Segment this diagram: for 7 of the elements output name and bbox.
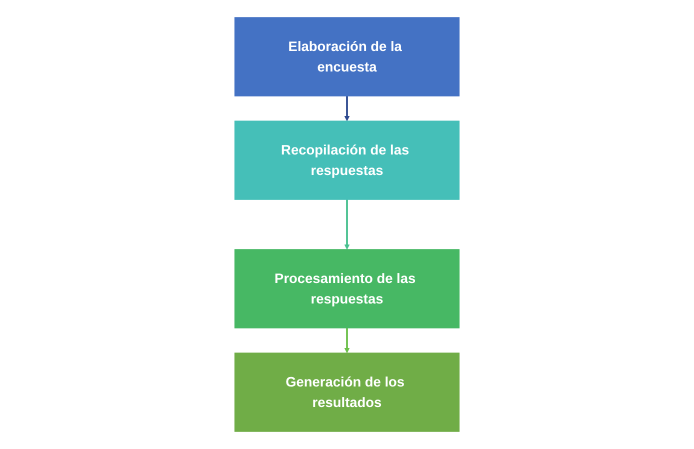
node-box: Procesamiento de las respuestas <box>234 249 460 328</box>
node-box: Elaboración de la encuesta <box>234 17 460 96</box>
arrow <box>344 200 350 250</box>
node-box: Recopilación de las respuestas <box>234 120 460 200</box>
arrow <box>344 328 350 354</box>
arrow <box>344 96 350 122</box>
node-box: Generación de los resultados <box>234 352 460 432</box>
